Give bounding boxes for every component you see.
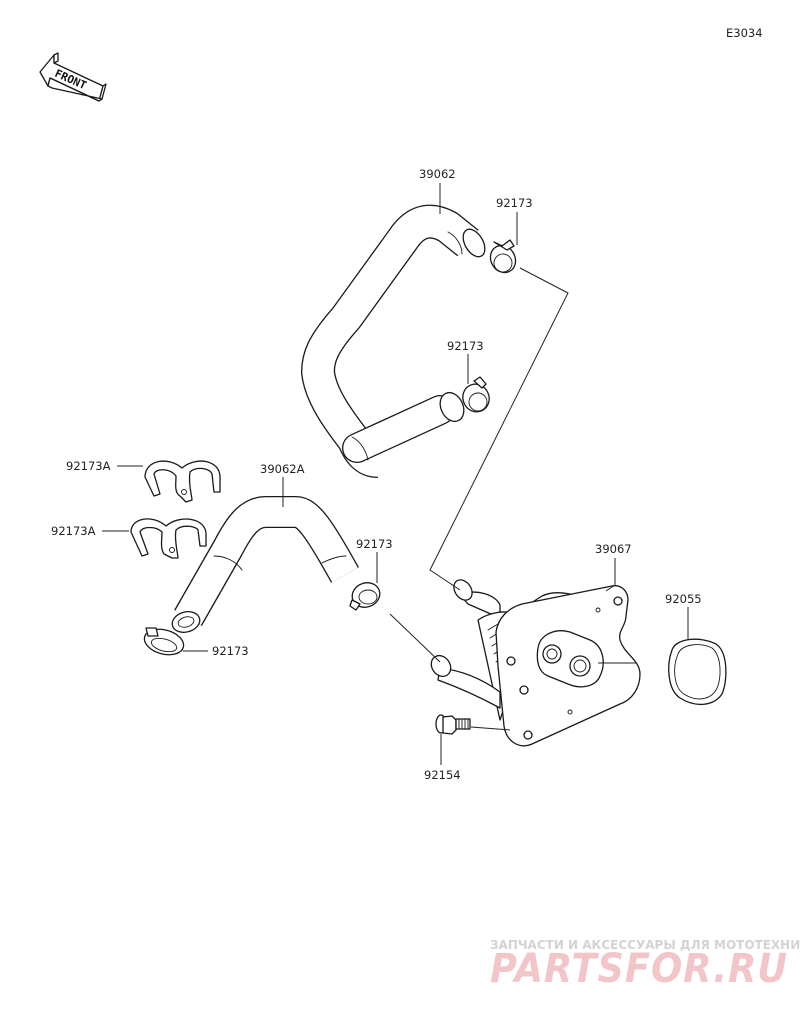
label-92173a-top: 92173A	[66, 459, 111, 473]
label-39062a: 39062A	[260, 462, 305, 476]
label-92173-lower-right: 92173	[356, 537, 393, 551]
oil-cooler-39067	[430, 579, 641, 747]
label-92173-upper-1: 92173	[496, 196, 533, 210]
watermark: ЗАПЧАСТИ И АКСЕССУАРЫ ДЛЯ МОТОТЕХНИКИ PA…	[490, 938, 800, 992]
clamp-92173-upper-1	[489, 239, 517, 274]
clamp-92173-lower-right	[349, 582, 381, 611]
watermark-tagline: ЗАПЧАСТИ И АКСЕССУАРЫ ДЛЯ МОТОТЕХНИКИ	[490, 938, 800, 952]
label-92055: 92055	[665, 592, 702, 606]
front-arrow-icon: FRONT	[39, 52, 107, 102]
clamp-92173-lower-left	[143, 627, 185, 656]
clamp-92173-upper-2	[462, 376, 490, 413]
label-92154: 92154	[424, 768, 461, 782]
part-labels: 39062 92173 92173 39062A 92173A 92173A 9…	[51, 167, 702, 782]
label-39062: 39062	[419, 167, 456, 181]
watermark-logo: PARTSFOR.RU	[490, 946, 788, 992]
label-39067: 39067	[595, 542, 632, 556]
label-92173a-bottom: 92173A	[51, 524, 96, 538]
o-ring-92055	[668, 638, 727, 705]
label-92173-upper-2: 92173	[447, 339, 484, 353]
hose-39062	[301, 204, 486, 478]
bolt-92154	[435, 714, 471, 735]
holder-92173a-top	[144, 460, 221, 503]
leader-lines	[102, 183, 689, 765]
hose-39062a	[171, 496, 359, 633]
label-92173-lower-left: 92173	[212, 644, 249, 658]
holder-92173a-bottom	[130, 518, 207, 559]
diagram-code: E3034	[726, 26, 763, 40]
